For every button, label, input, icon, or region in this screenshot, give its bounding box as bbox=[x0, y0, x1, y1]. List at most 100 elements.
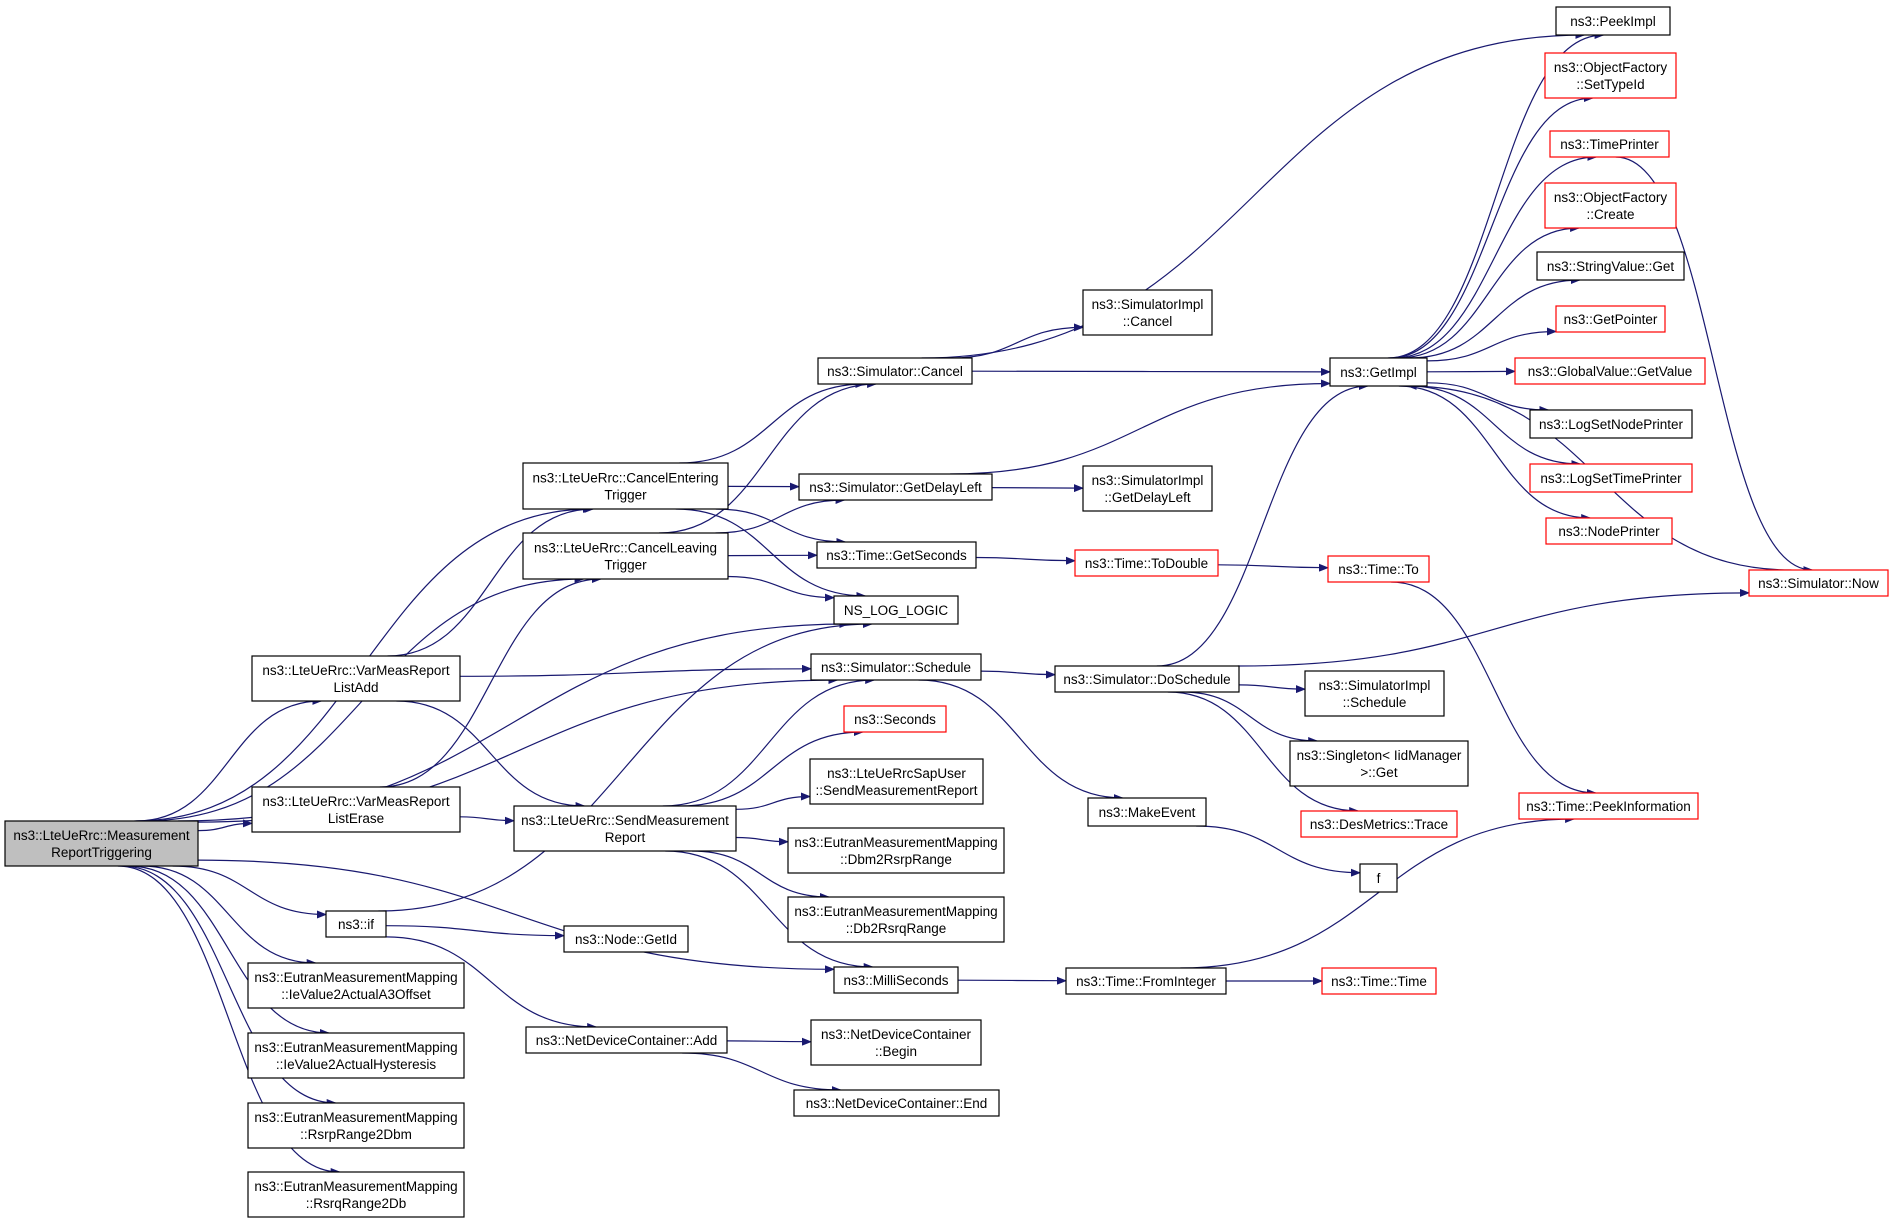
node-box bbox=[1359, 863, 1398, 893]
edge-get-impl-to-string-value-get bbox=[1409, 276, 1581, 359]
node-global-value-get[interactable]: ns3::GlobalValue::GetValue bbox=[1514, 357, 1706, 385]
node-log-set-node-printer[interactable]: ns3::LogSetNodePrinter bbox=[1529, 409, 1693, 439]
node-f[interactable]: f bbox=[1359, 863, 1398, 893]
node-box bbox=[522, 462, 729, 510]
node-get-pointer[interactable]: ns3::GetPointer bbox=[1555, 305, 1666, 333]
node-box bbox=[1544, 182, 1677, 229]
node-sim-schedule[interactable]: ns3::Simulator::Schedule bbox=[810, 653, 982, 681]
node-log-set-time-printer[interactable]: ns3::LogSetTimePrinter bbox=[1529, 463, 1693, 493]
edge-get-impl-to-time-printer bbox=[1392, 153, 1598, 359]
node-node-printer[interactable]: ns3::NodePrinter bbox=[1545, 517, 1673, 545]
node-label-line: ::RsrqRange2Db bbox=[306, 1196, 407, 1211]
node-sim-impl-schedule[interactable]: ns3::SimulatorImpl::Schedule bbox=[1304, 670, 1445, 717]
node-rsrq2db[interactable]: ns3::EutranMeasurementMapping::RsrqRange… bbox=[247, 1171, 465, 1218]
node-box bbox=[1065, 967, 1227, 995]
edge-root-to-if bbox=[172, 865, 327, 919]
node-send-meas[interactable]: ns3::LteUeRrc::SendMeasurementReport bbox=[513, 805, 737, 852]
edge-get-impl-to-peek-impl bbox=[1387, 31, 1605, 359]
edge-send-meas-to-sim-schedule bbox=[662, 676, 876, 807]
node-box bbox=[816, 541, 977, 569]
node-box bbox=[1555, 6, 1671, 36]
node-time-get-seconds[interactable]: ns3::Time::GetSeconds bbox=[816, 541, 977, 569]
node-ns-log-logic[interactable]: NS_LOG_LOGIC bbox=[833, 595, 959, 625]
edge-cancel-leaving-to-ns-log-logic bbox=[727, 575, 835, 602]
edge-sim-cancel-to-peek-impl bbox=[921, 31, 1586, 359]
node-ndc-add[interactable]: ns3::NetDeviceContainer::Add bbox=[525, 1026, 728, 1054]
node-label-line: ReportTriggering bbox=[51, 845, 152, 860]
node-time-from-integer[interactable]: ns3::Time::FromInteger bbox=[1065, 967, 1227, 995]
node-box bbox=[522, 532, 729, 580]
node-label-line: ns3::Time::GetSeconds bbox=[826, 548, 967, 563]
node-label-line: >::Get bbox=[1360, 765, 1397, 780]
node-sim-cancel[interactable]: ns3::Simulator::Cancel bbox=[817, 357, 973, 385]
node-label-line: ListAdd bbox=[333, 680, 378, 695]
edge-cancel-entering-to-sim-cancel bbox=[679, 380, 866, 464]
node-label-line: ::Dbm2RsrpRange bbox=[840, 852, 952, 867]
node-ndc-end[interactable]: ns3::NetDeviceContainer::End bbox=[793, 1089, 1000, 1117]
node-sim-get-delay-left[interactable]: ns3::Simulator::GetDelayLeft bbox=[798, 473, 993, 501]
node-db2-rsrq[interactable]: ns3::EutranMeasurementMapping::Db2RsrqRa… bbox=[787, 896, 1005, 943]
node-box bbox=[1289, 740, 1469, 787]
node-label-line: f bbox=[1377, 871, 1381, 886]
node-dbm2-rsrp[interactable]: ns3::EutranMeasurementMapping::Dbm2RsrpR… bbox=[787, 827, 1005, 874]
edge-sim-do-schedule-to-singleton bbox=[1182, 691, 1319, 745]
node-label-line: ns3::LteUeRrc::CancelEntering bbox=[532, 471, 718, 486]
node-time-printer[interactable]: ns3::TimePrinter bbox=[1549, 130, 1670, 158]
node-time-time[interactable]: ns3::Time::Time bbox=[1321, 967, 1437, 995]
node-peek-impl[interactable]: ns3::PeekImpl bbox=[1555, 6, 1671, 36]
node-node-get-id[interactable]: ns3::Node::GetId bbox=[563, 925, 689, 953]
node-ie-a3[interactable]: ns3::EutranMeasurementMapping::IeValue2A… bbox=[247, 962, 465, 1009]
node-box bbox=[247, 1102, 465, 1149]
edge-root-to-rsrq2db bbox=[117, 865, 341, 1176]
edge-get-impl-to-node-printer bbox=[1398, 385, 1592, 522]
node-label-line: ns3::MakeEvent bbox=[1099, 805, 1196, 820]
node-box bbox=[1518, 792, 1699, 820]
node-get-impl[interactable]: ns3::GetImpl bbox=[1329, 357, 1428, 387]
edge-time-get-seconds-to-time-to-double bbox=[975, 556, 1076, 565]
node-make-event[interactable]: ns3::MakeEvent bbox=[1087, 797, 1207, 827]
node-sim-impl-get-delay-left[interactable]: ns3::SimulatorImpl::GetDelayLeft bbox=[1082, 465, 1213, 512]
node-peek-information[interactable]: ns3::Time::PeekInformation bbox=[1518, 792, 1699, 820]
node-label-line: ns3::Time::PeekInformation bbox=[1526, 799, 1691, 814]
node-label-line: NS_LOG_LOGIC bbox=[844, 603, 949, 618]
node-box bbox=[1054, 665, 1240, 693]
node-label-line: ns3::EutranMeasurementMapping bbox=[254, 1110, 457, 1125]
edge-sim-schedule-to-make-event bbox=[918, 679, 1124, 802]
node-rsrp2dbm[interactable]: ns3::EutranMeasurementMapping::RsrpRange… bbox=[247, 1102, 465, 1149]
node-of-create[interactable]: ns3::ObjectFactory::Create bbox=[1544, 182, 1677, 229]
node-des-metrics[interactable]: ns3::DesMetrics::Trace bbox=[1300, 810, 1458, 838]
node-box bbox=[513, 805, 737, 852]
node-label-line: ns3::LteUeRrc::Measurement bbox=[13, 828, 190, 843]
node-singleton[interactable]: ns3::Singleton< IidManager >::Get bbox=[1289, 740, 1469, 787]
node-of-set-type-id[interactable]: ns3::ObjectFactory::SetTypeId bbox=[1544, 52, 1677, 99]
edge-get-impl-to-get-pointer bbox=[1426, 327, 1557, 362]
node-sim-impl-cancel[interactable]: ns3::SimulatorImpl::Cancel bbox=[1082, 289, 1213, 336]
node-root[interactable]: ns3::LteUeRrc::MeasurementReportTriggeri… bbox=[4, 820, 199, 867]
node-time-to[interactable]: ns3::Time::To bbox=[1327, 555, 1430, 583]
node-milli-seconds[interactable]: ns3::MilliSeconds bbox=[833, 966, 959, 994]
node-label-line: ns3::EutranMeasurementMapping bbox=[254, 970, 457, 985]
node-sim-do-schedule[interactable]: ns3::Simulator::DoSchedule bbox=[1054, 665, 1240, 693]
node-if[interactable]: ns3::if bbox=[325, 910, 387, 938]
node-sim-now[interactable]: ns3::Simulator::Now bbox=[1748, 569, 1889, 597]
node-label-line: ns3::Singleton< IidManager bbox=[1297, 748, 1462, 763]
node-label-line: ns3::GetImpl bbox=[1340, 365, 1417, 380]
node-label-line: ns3::EutranMeasurementMapping bbox=[254, 1179, 457, 1194]
edge-sim-cancel-to-sim-impl-cancel bbox=[951, 323, 1084, 359]
node-time-to-double[interactable]: ns3::Time::ToDouble bbox=[1074, 549, 1219, 577]
node-string-value-get[interactable]: ns3::StringValue::Get bbox=[1536, 251, 1685, 281]
node-box bbox=[793, 1089, 1000, 1117]
edge-root-to-ie-a3 bbox=[141, 865, 317, 967]
node-box bbox=[1529, 463, 1693, 493]
node-seconds[interactable]: ns3::Seconds bbox=[843, 705, 947, 733]
node-label-line: ns3::NodePrinter bbox=[1558, 524, 1660, 539]
node-ie-hyst[interactable]: ns3::EutranMeasurementMapping::IeValue2A… bbox=[247, 1032, 465, 1079]
node-sap-user[interactable]: ns3::LteUeRrcSapUser::SendMeasurementRep… bbox=[809, 758, 984, 805]
edge-cancel-entering-to-ns-log-logic bbox=[675, 508, 867, 600]
node-box bbox=[787, 896, 1005, 943]
node-ndc-begin[interactable]: ns3::NetDeviceContainer::Begin bbox=[810, 1019, 982, 1066]
